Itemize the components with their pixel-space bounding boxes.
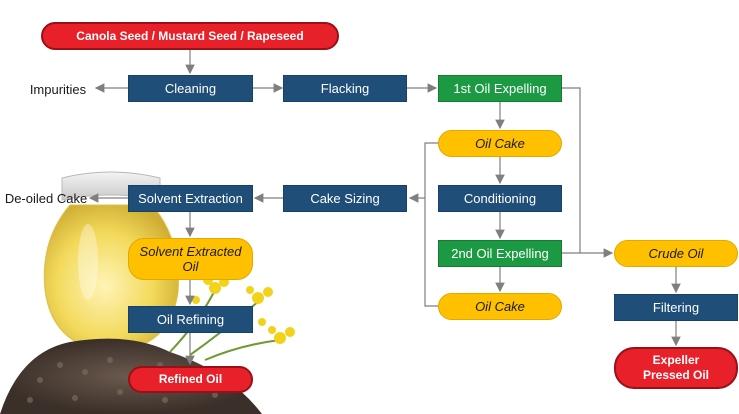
cake-sizing-node: Cake Sizing [283,185,407,212]
impurities-label: Impurities [29,81,87,97]
oil-cake-node-1: Oil Cake [438,130,562,157]
expeller-pressed-oil-node: Expeller Pressed Oil [614,347,738,389]
deoiled-cake-label: De-oiled Cake [4,190,88,206]
solvent-extracted-oil-node: Solvent Extracted Oil [128,238,253,280]
oil-refining-node: Oil Refining [128,306,253,333]
cleaning-node: Cleaning [128,75,253,102]
second-oil-expelling-node: 2nd Oil Expelling [438,240,562,267]
first-oil-expelling-node: 1st Oil Expelling [438,75,562,102]
filtering-node: Filtering [614,294,738,321]
flacking-node: Flacking [283,75,407,102]
oil-cake-node-2: Oil Cake [438,293,562,320]
conditioning-node: Conditioning [438,185,562,212]
crude-oil-node: Crude Oil [614,240,738,267]
source-seed-node: Canola Seed / Mustard Seed / Rapeseed [41,22,339,50]
refined-oil-node: Refined Oil [128,366,253,393]
solvent-extraction-node: Solvent Extraction [128,185,253,212]
